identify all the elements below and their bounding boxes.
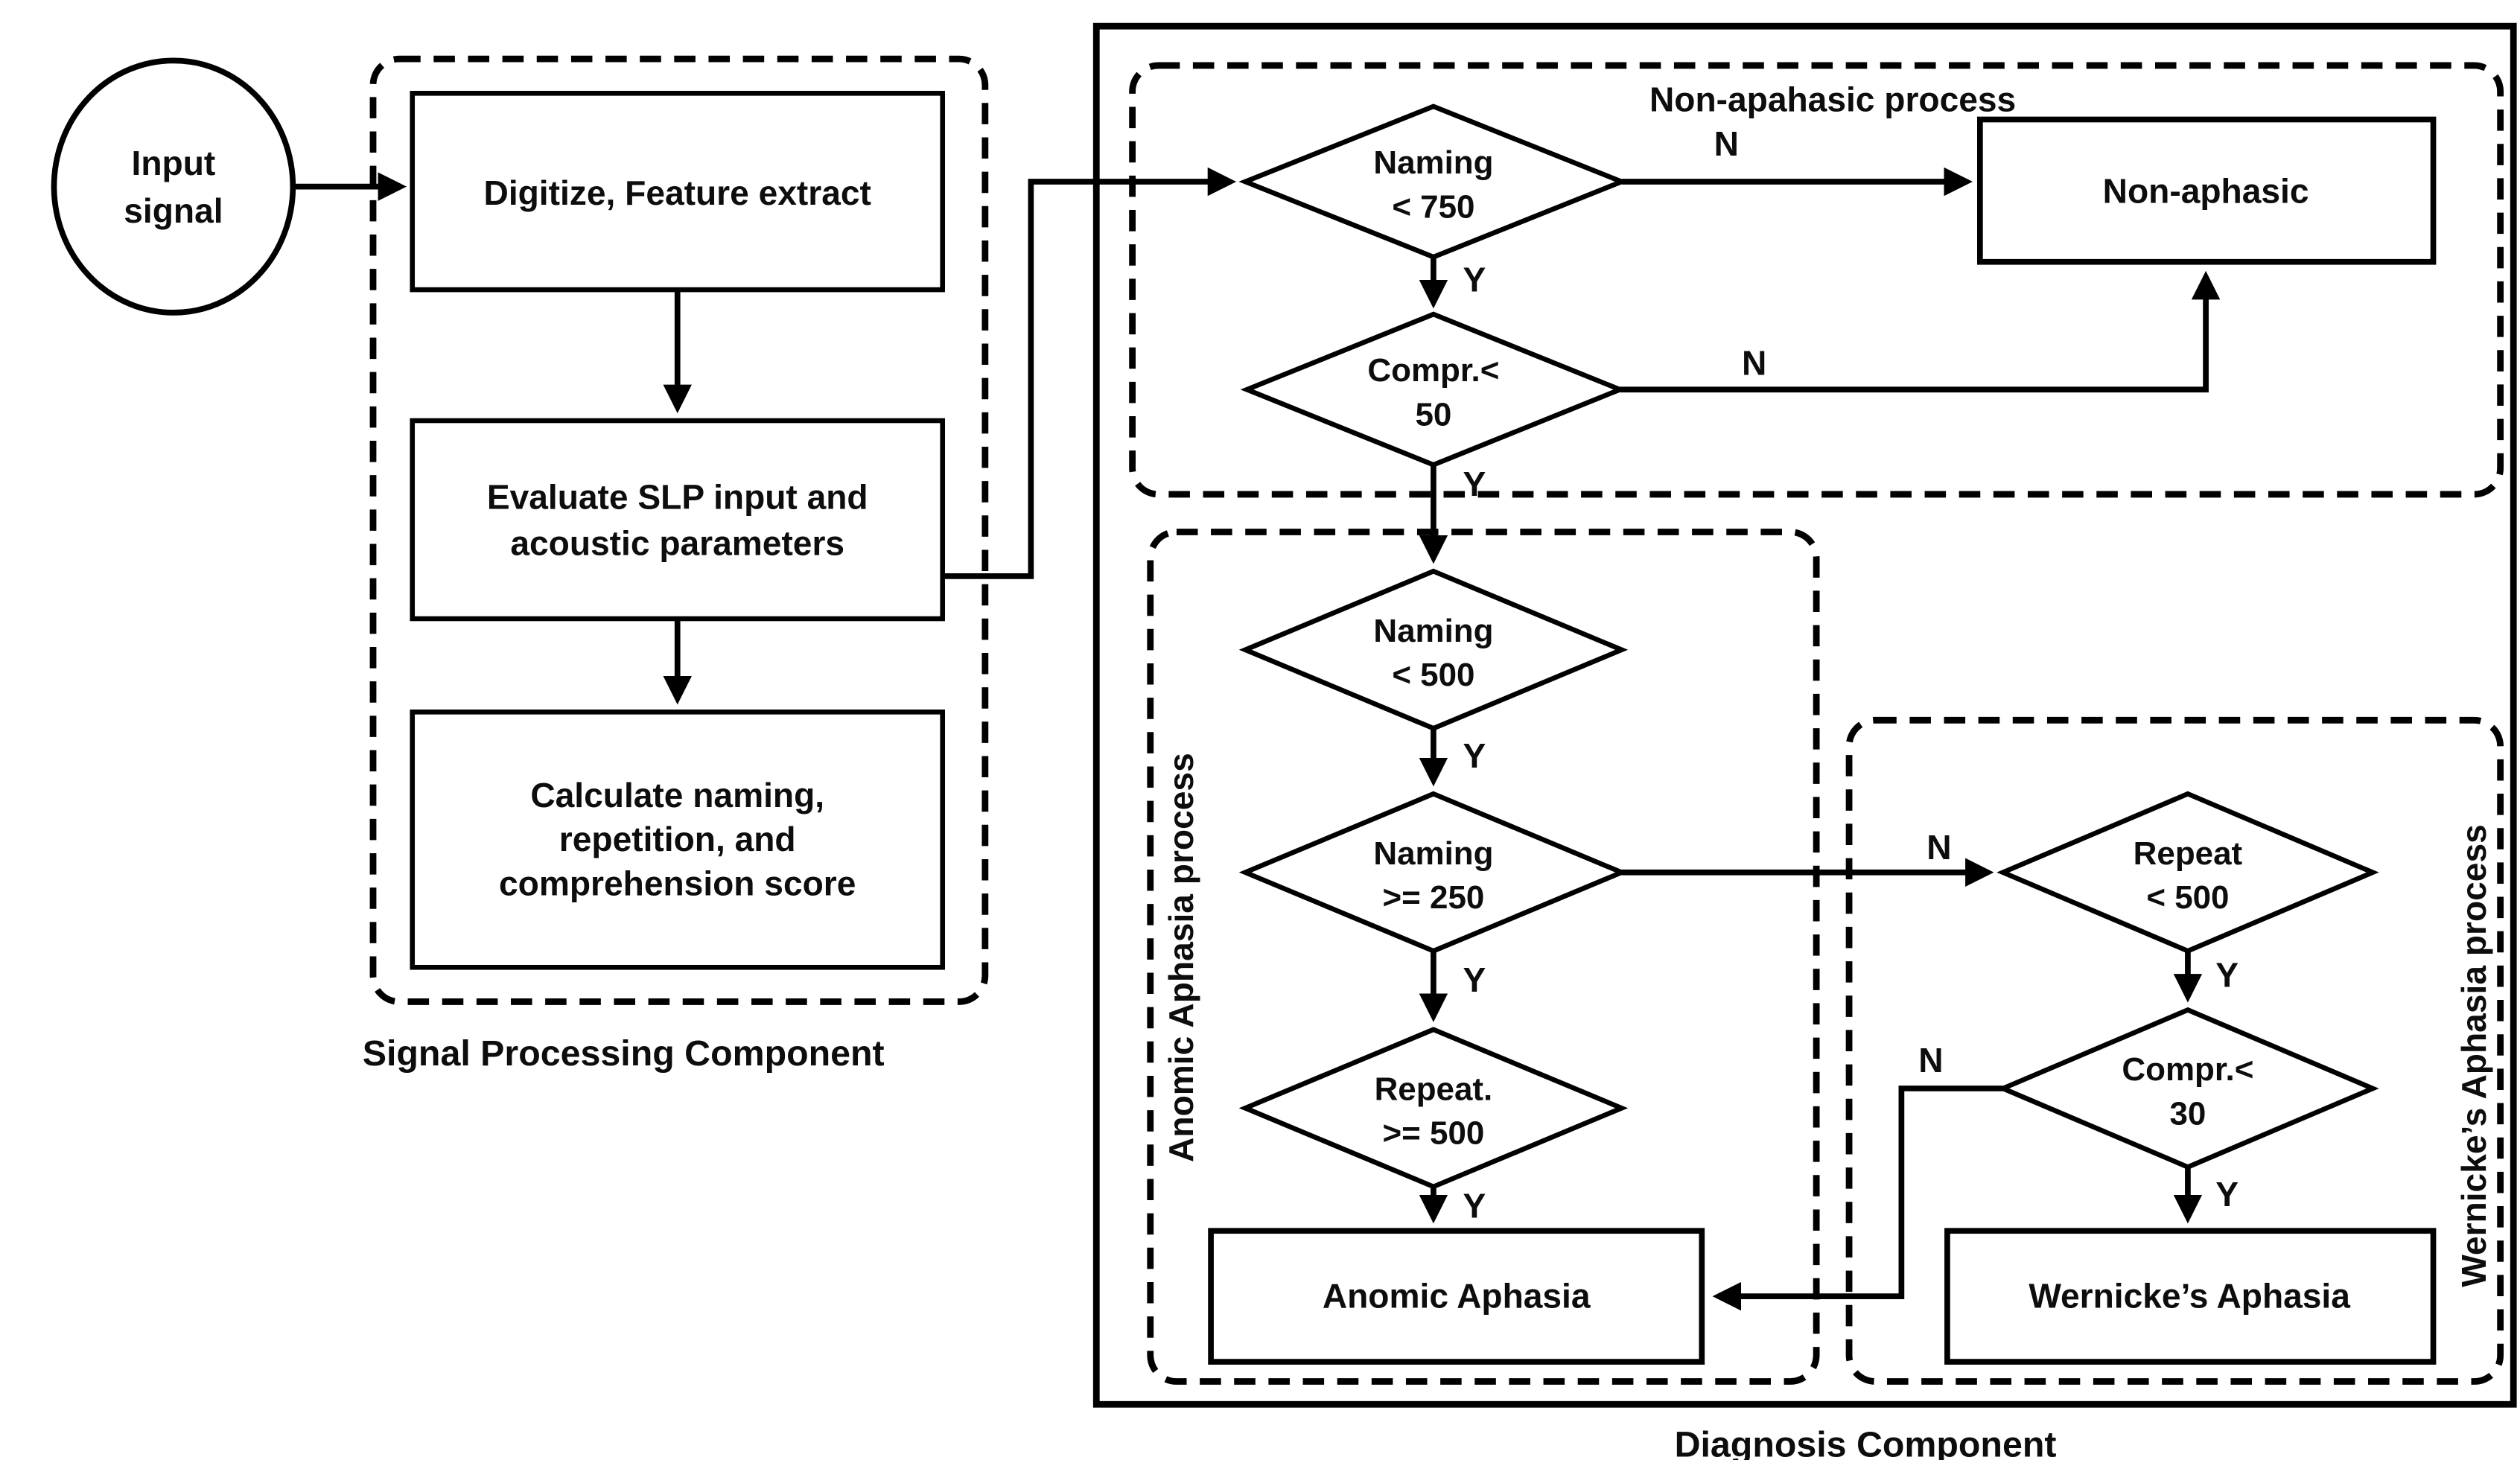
digitize-label: Digitize, Feature extract xyxy=(484,173,871,212)
diagnosis-component-label: Diagnosis Component xyxy=(1675,1425,2057,1460)
decision-compr-50 xyxy=(1240,311,1627,468)
evaluate-line1: Evaluate SLP input and xyxy=(487,478,868,517)
decision-compr-30-line2: 30 xyxy=(2169,1095,2206,1132)
decision-naming-750 xyxy=(1238,103,1629,260)
label-y-naming250: Y xyxy=(1463,960,1486,999)
signal-processing-container xyxy=(369,55,989,1005)
label-n-naming750: N xyxy=(1714,124,1739,163)
anomic-aphasia-process-label: Anomic Aphasia process xyxy=(1162,753,1200,1162)
decision-naming-250-line1: Naming xyxy=(1373,835,1493,872)
decision-naming-750-line2: < 750 xyxy=(1392,188,1474,225)
non-aphasic-result-label: Non-aphasic xyxy=(2103,172,2309,211)
anomic-aphasia-result-label: Anomic Aphasia xyxy=(1323,1277,1591,1316)
label-y-compr30: Y xyxy=(2215,1175,2239,1214)
calculate-line3: comprehension score xyxy=(499,864,856,903)
input-signal-node xyxy=(51,57,296,316)
digitize-box xyxy=(410,91,945,293)
arrow-evaluate-to-naming750 xyxy=(942,167,1237,579)
label-y-naming500: Y xyxy=(1463,736,1486,775)
decision-naming-500 xyxy=(1238,568,1629,731)
decision-compr-50-line1: Compr.< xyxy=(1367,352,1499,389)
input-signal-line2: signal xyxy=(124,191,223,230)
decision-repeat-lt-500 xyxy=(1996,791,2379,954)
arrow-compr30-no-to-anomic-box xyxy=(1712,1086,2003,1311)
decision-naming-250-line2: >= 250 xyxy=(1383,879,1485,916)
decision-naming-250 xyxy=(1238,791,1629,954)
label-n-compr30: N xyxy=(1918,1041,1943,1080)
label-n-naming250: N xyxy=(1926,828,1951,867)
input-signal-line1: Input xyxy=(132,144,216,182)
non-aphasic-process-label: Non-apahasic process xyxy=(1649,80,2016,118)
anomic-aphasia-process-container xyxy=(1147,529,1820,1385)
decision-repeat-500-line2: >= 500 xyxy=(1383,1115,1485,1152)
wernicke-aphasia-result-box xyxy=(1944,1228,2437,1365)
label-n-compr50: N xyxy=(1742,343,1766,382)
diagnosis-container xyxy=(1092,22,2517,1408)
calculate-line2: repetition, and xyxy=(559,820,796,858)
calculate-box xyxy=(410,710,945,970)
decision-compr-30 xyxy=(1996,1007,2379,1170)
anomic-aphasia-result-box xyxy=(1208,1228,1705,1365)
decision-naming-500-line2: < 500 xyxy=(1392,657,1474,693)
decision-naming-500-line1: Naming xyxy=(1373,613,1493,649)
signal-processing-label: Signal Processing Component xyxy=(363,1033,885,1074)
wernicke-aphasia-process-container xyxy=(1845,716,2504,1385)
decision-repeat-500 xyxy=(1238,1027,1629,1190)
decision-naming-750-line1: Naming xyxy=(1373,144,1493,181)
wernicke-aphasia-process-label: Wernicke’s Aphasia process xyxy=(2454,824,2493,1287)
decision-compr-50-line2: 50 xyxy=(1415,397,1451,433)
wernicke-aphasia-result-label: Wernicke’s Aphasia xyxy=(2029,1277,2350,1316)
label-y-repeat500w: Y xyxy=(2215,956,2239,995)
decision-compr-30-line1: Compr.< xyxy=(2122,1051,2253,1088)
label-y-compr50: Y xyxy=(1463,465,1486,503)
decision-repeat-lt-500-line1: Repeat xyxy=(2134,835,2243,872)
decision-repeat-lt-500-line2: < 500 xyxy=(2146,879,2229,916)
evaluate-box xyxy=(410,418,945,622)
decision-repeat-500-line1: Repeat. xyxy=(1375,1071,1493,1107)
evaluate-line2: acoustic parameters xyxy=(510,523,844,562)
non-aphasic-process-container xyxy=(1129,62,2504,498)
label-y-repeat500: Y xyxy=(1463,1187,1486,1225)
label-y-naming750: Y xyxy=(1463,260,1486,299)
calculate-line1: Calculate naming, xyxy=(530,776,824,815)
arrow-compr50-no-to-nonaphasic xyxy=(1620,270,2221,393)
non-aphasic-result-box xyxy=(1977,116,2437,265)
